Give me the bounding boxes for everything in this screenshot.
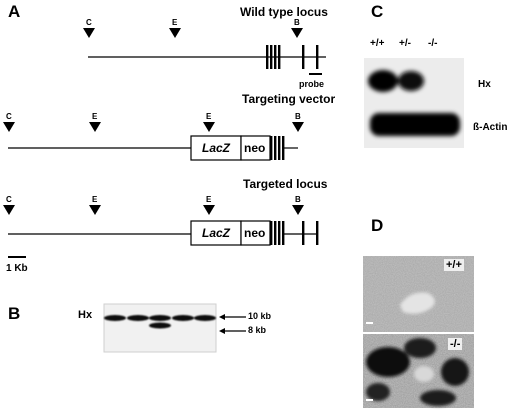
band-lane3-10kb [149,315,171,321]
site-e-label-tl: E [92,195,98,204]
site-e2-marker-tl [203,205,215,215]
genotype-ko-c: -/- [428,38,438,49]
targeted-locus-title: Targeted locus [243,177,328,191]
genotype-ko-d: -/- [448,338,463,350]
site-c-marker-wt [83,28,95,38]
exon-wt-6 [316,45,319,69]
targeting-vector-title: Targeting vector [242,92,336,106]
exon-wt-5 [302,45,305,69]
site-b-label-tv: B [295,112,301,121]
lacz-box-tv [190,135,242,161]
site-c-label-tv: C [6,112,12,121]
panel-letter-c: C [371,2,384,21]
wild-type-locus-title: Wild type locus [240,5,328,19]
site-e2-label-tl: E [206,195,212,204]
vessel-lumen-ko [414,366,434,382]
band-lane1-10kb [104,315,126,321]
blot-membrane [103,303,217,353]
exon-wt-4 [278,45,281,69]
lacz-box-tl [190,220,242,246]
site-e-marker-wt [169,28,181,38]
probe-label: probe [299,79,325,89]
hx-band-het [398,71,424,91]
site-c-label-tl: C [6,195,12,204]
marker-8kb: 8 kb [248,325,267,335]
lacz-italic-tv: LacZ [202,141,231,155]
band-lane5-10kb [194,315,216,321]
neo-label-tv: neo [244,141,266,155]
exon-wt-1 [266,45,269,69]
site-b-label-wt: B [294,18,300,27]
site-e-marker-tv [89,122,101,132]
lacz-label-tl: LacZ [202,226,230,240]
hx-band-wt [368,70,398,92]
genotype-wt-d: +/+ [444,259,464,271]
scale-label: 1 Kb [6,263,28,274]
band-lane3-8kb [149,322,171,329]
blot-row-label-hx: Hx [78,309,93,321]
neo-label-tl: neo [244,226,266,240]
targeting-vector-map [3,122,304,161]
northern-membrane [364,58,464,148]
genotype-het-c: +/- [399,38,411,49]
row-label-hx: Hx [478,79,491,90]
exon-wt-2 [270,45,273,69]
wild-type-locus-map [83,28,326,75]
panel-letter-a: A [8,2,21,21]
site-b-marker-tl [292,205,304,215]
targeted-locus-map [3,205,319,246]
site-e-label-wt: E [172,18,178,27]
panel-letter-d: D [371,216,384,235]
scale-bar-wt [366,322,373,324]
panel-letter-b: B [8,304,21,323]
blot-bands [104,315,216,329]
genotype-wt-c: +/+ [370,38,385,49]
lacz-italic-tl: LacZ [202,226,231,240]
marker-10kb: 10 kb [248,311,272,321]
neo-box-tl [240,220,271,246]
site-c-marker-tl [3,205,15,215]
site-e-label-tv: E [92,112,98,121]
site-b-marker-tv [292,122,304,132]
lacz-label-tv: LacZ [202,141,230,155]
site-e-marker-tl [89,205,101,215]
scale-bar-ko [366,399,373,401]
band-lane2-10kb [127,315,149,321]
panel-a-schematic [3,28,326,258]
site-c-label-wt: C [86,18,92,27]
site-c-marker-tv [3,122,15,132]
row-label-actin: ß-Actin [473,122,508,133]
site-b-marker-wt [291,28,303,38]
site-b-label-tl: B [295,195,301,204]
vessel-lumen-wt [400,292,435,314]
site-e2-label-tv: E [206,112,212,121]
actin-band [370,113,460,136]
band-lane4-10kb [172,315,194,321]
site-e2-marker-tv [203,122,215,132]
exon-wt-3 [274,45,277,69]
